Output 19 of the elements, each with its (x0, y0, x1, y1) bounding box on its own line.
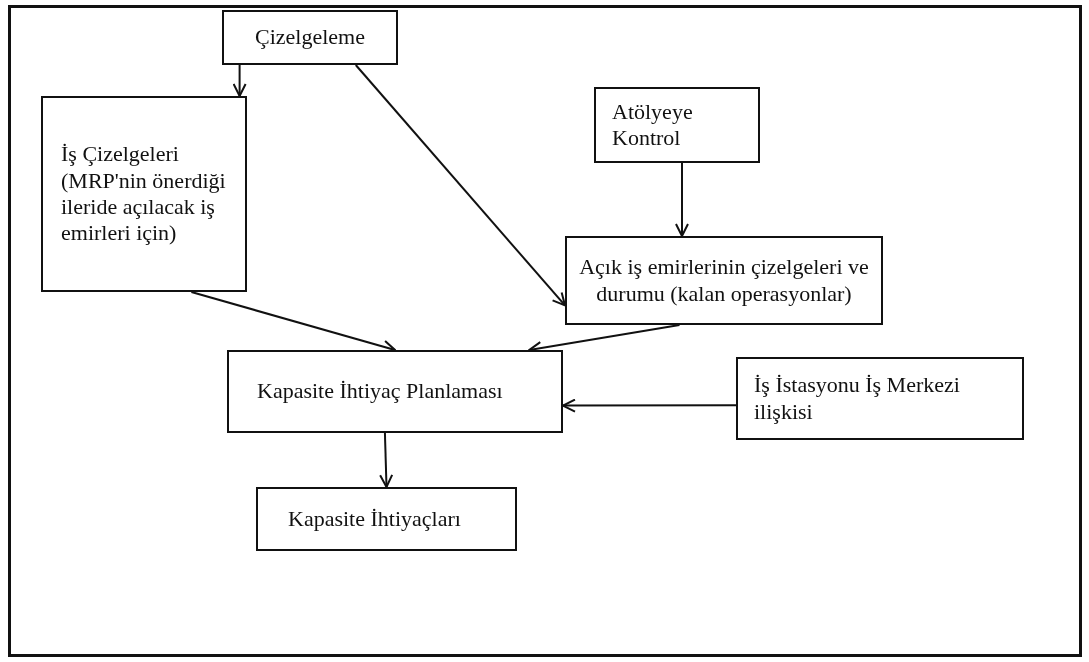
process-box (565, 236, 883, 325)
node-label: Atölyeye Kontrol (612, 98, 694, 152)
node-label: İş İstasyonu İş Merkezi ilişkisi (754, 372, 961, 425)
arrow (675, 162, 689, 237)
process-box (736, 357, 1024, 440)
arrow (562, 398, 737, 413)
process-box (256, 487, 517, 551)
process-box (594, 87, 760, 163)
arrow (379, 432, 394, 488)
node-label: Açık iş emirlerinin çizelgeleri ve durumu (kalan operasyonlar) (578, 254, 870, 307)
node-label: Kapasite İhtiyaç Planlaması (257, 378, 503, 405)
process-box (41, 96, 247, 292)
process-box (222, 10, 398, 65)
node-label: Çizelgeleme (255, 24, 365, 51)
node-label: İş Çizelgeleri (MRP'nin önerdiği ileride açılacak iş emirleri için) (61, 141, 227, 247)
node-label: Kapasite İhtiyaçları (288, 505, 461, 533)
arrow (354, 64, 566, 307)
arrow (232, 64, 247, 97)
process-box (227, 350, 563, 433)
